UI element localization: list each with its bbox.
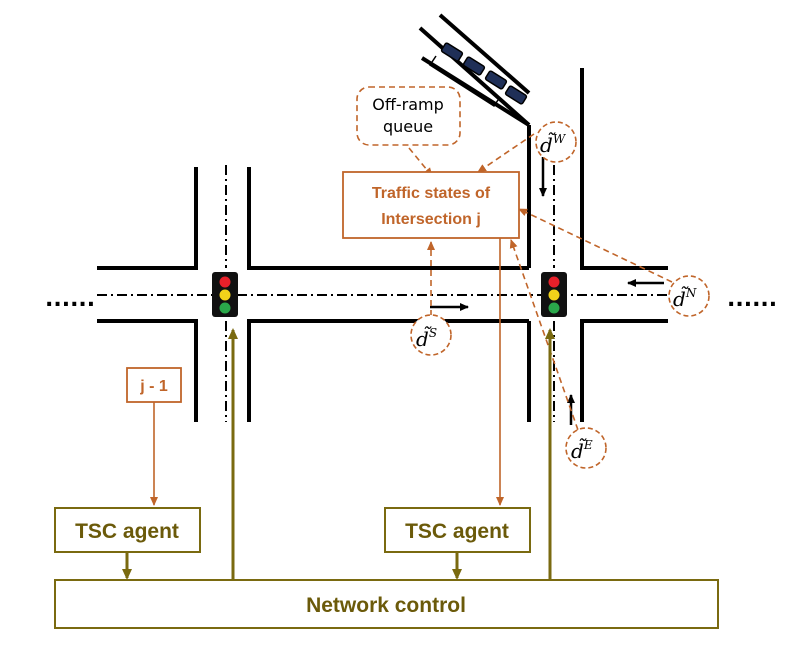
off-ramp [418, 13, 531, 127]
demand-west-superscript: W [553, 132, 567, 146]
demand-west-symbol: d̃ [540, 131, 556, 157]
demand-west: d̃W [535, 121, 577, 163]
tsc-agent-left: TSC agent [54, 507, 201, 553]
j-minus-1-label: j - 1 [139, 378, 168, 395]
tsc-agent-right: TSC agent [384, 507, 531, 553]
tsc-agent-right-label: TSC agent [405, 520, 509, 543]
queue-bracket [428, 55, 501, 108]
traffic-states-line1: Traffic states of [372, 185, 491, 202]
demand-south: d̃S [410, 314, 452, 356]
traffic-light-left [212, 272, 238, 317]
queued-vehicles [440, 42, 528, 105]
network-control-label: Network control [306, 594, 466, 617]
offramp-label-line2: queue [383, 117, 433, 136]
traffic-light-right [541, 272, 567, 317]
offramp-queue-label: Off-ramp queue [356, 86, 461, 146]
demand-south-superscript: S [429, 326, 437, 340]
demand-north-superscript: N [685, 286, 697, 300]
svg-text:d̃E: d̃E [571, 437, 593, 463]
network-control-box: Network control [54, 579, 719, 629]
traffic-states-line2: Intersection j [381, 211, 481, 228]
traffic-states-box: Traffic states of Intersection j [342, 171, 520, 239]
svg-text:d̃S: d̃S [416, 325, 437, 351]
demand-east-superscript: E [583, 438, 593, 452]
demand-south-symbol: d̃ [416, 325, 432, 351]
svg-text:d̃N: d̃N [673, 285, 697, 311]
ellipsis-left: ...... [45, 287, 95, 312]
j-minus-1-box: j - 1 [126, 367, 182, 403]
svg-text:d̃W: d̃W [540, 131, 567, 157]
ellipsis-right: ...... [727, 287, 777, 312]
demand-east-symbol: d̃ [571, 437, 587, 463]
tsc-agent-left-label: TSC agent [75, 520, 179, 543]
demand-north: d̃N [668, 275, 710, 317]
offramp-label-line1: Off-ramp [372, 95, 444, 114]
demand-north-symbol: d̃ [673, 285, 689, 311]
demand-east: d̃E [565, 427, 607, 469]
